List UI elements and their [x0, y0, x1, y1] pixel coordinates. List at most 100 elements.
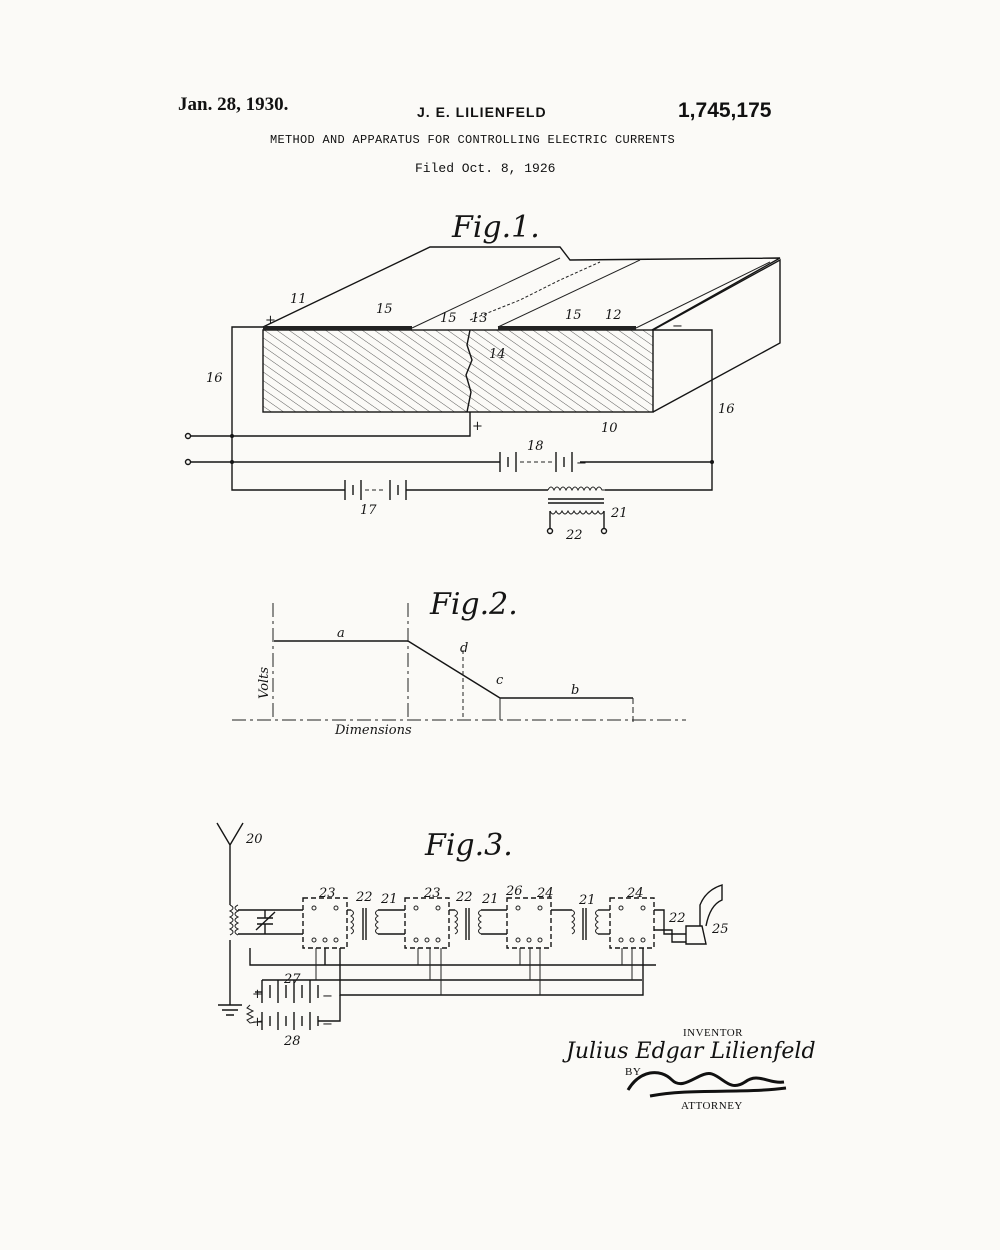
ref-15-a: 15 [376, 302, 393, 317]
tuning-capacitor [255, 910, 276, 934]
ref-18: 18 [527, 439, 544, 454]
speaker-base [685, 925, 707, 945]
sign-minus-27: − [322, 989, 333, 1004]
ref-16-right: 16 [718, 402, 735, 417]
inventor-signature: Julius Edgar Lilienfeld [566, 1039, 816, 1064]
wire-input-top [190, 412, 471, 437]
antenna-20 [216, 822, 244, 905]
x-axis-label: Dimensions [334, 723, 412, 738]
crack-dashed-line [469, 261, 601, 321]
inventor-label: INVENTOR [683, 1027, 744, 1039]
junction-dot-2 [230, 434, 234, 438]
patent-date: Jan. 28, 1930. [178, 94, 289, 115]
segment-b: b [571, 683, 579, 698]
coating-right [498, 326, 636, 330]
stage-23-a [302, 897, 348, 949]
ref-12: 12 [605, 308, 622, 323]
wire-left-16 [231, 326, 345, 491]
terminal-2 [184, 458, 192, 466]
ref-15-b: 15 [440, 311, 457, 326]
sign-plus-27: + [252, 987, 263, 1002]
ref-26: 26 [505, 884, 523, 899]
transformer-21 [546, 486, 608, 535]
secondary-coil [234, 904, 240, 936]
sign-plus-top: + [265, 313, 276, 328]
inventor-name-header: J. E. LILIENFELD [417, 104, 547, 120]
by-label: BY [625, 1066, 642, 1078]
sign-plus-28: + [252, 1015, 263, 1030]
segment-c: c [496, 673, 504, 688]
fig1-diagram: Fig.1. [184, 210, 781, 543]
fig1-label: Fig.1. [451, 210, 540, 245]
patent-title: METHOD AND APPARATUS FOR CONTROLLING ELE… [270, 133, 676, 147]
sign-minus-right: − [672, 319, 683, 334]
fig2-diagram: Fig.2. a b c d Volts Dimensions [232, 587, 686, 738]
output-wires-22 [654, 909, 686, 943]
ref-22-c: 22 [668, 911, 686, 926]
bias-bus-3 [324, 948, 644, 996]
wire-right-16 [605, 329, 713, 491]
ref-11: 11 [290, 292, 307, 307]
sign-plus-crack: + [472, 419, 483, 434]
block-groove-line-2 [497, 259, 641, 328]
voltage-curve [274, 640, 633, 699]
stage-23-b [404, 897, 450, 949]
crack-line-14 [465, 329, 473, 413]
block-front-face [262, 329, 654, 413]
ref-15-c: 15 [565, 308, 582, 323]
ref-25: 25 [711, 922, 729, 937]
battery-28 [245, 995, 341, 1030]
y-axis-label: Volts [257, 667, 272, 699]
bias-bus-1 [249, 948, 656, 966]
block-edge-line [635, 261, 771, 329]
ref-16-left: 16 [206, 371, 223, 386]
junction-dot-3 [230, 460, 234, 464]
ref-21-a: 21 [380, 892, 398, 907]
fig3-diagram: Fig.3. [216, 822, 729, 1049]
stage-24-b [609, 897, 655, 949]
ref-23-b: 23 [423, 886, 441, 901]
ref-17: 17 [360, 503, 377, 518]
attorney-label: ATTORNEY [681, 1100, 743, 1112]
coupling-transformer-3 [551, 908, 610, 940]
sign-minus-28: − [322, 1017, 333, 1032]
coupling-transformer-2 [449, 908, 507, 940]
fig3-label: Fig.3. [424, 828, 513, 863]
block-top-surface [262, 246, 781, 331]
ref-24-b: 24 [626, 886, 644, 901]
block-side-face [652, 258, 781, 413]
ref-28: 28 [283, 1034, 301, 1049]
ref-22-b: 22 [455, 890, 473, 905]
coating-left [263, 326, 412, 330]
ref-23-a: 23 [318, 886, 336, 901]
ref-20: 20 [245, 832, 263, 847]
ground-symbol [218, 940, 242, 1016]
ref-21: 21 [610, 506, 628, 521]
battery-17 [344, 480, 548, 500]
filed-date: Filed Oct. 8, 1926 [415, 161, 556, 176]
ref-14: 14 [489, 347, 506, 362]
fig2-label: Fig.2. [429, 587, 518, 622]
terminal-1 [184, 432, 192, 440]
attorney-signature [626, 1071, 787, 1098]
stage-24-a [506, 897, 552, 949]
junction-dot [710, 460, 714, 464]
sign-minus-battery: − [576, 456, 587, 471]
ref-13: 13 [471, 311, 488, 326]
ref-21-b: 21 [481, 892, 499, 907]
ref-22-a: 22 [355, 890, 373, 905]
patent-number: 1,745,175 [678, 99, 772, 122]
ref-21-c: 21 [578, 893, 596, 908]
segment-d: d [460, 641, 468, 656]
speaker-horn-25 [699, 884, 723, 927]
battery-18 [499, 452, 573, 472]
battery-27 [255, 980, 319, 1003]
input-coil [228, 904, 234, 936]
ref-27: 27 [283, 972, 301, 987]
ref-10: 10 [601, 421, 618, 436]
ref-22: 22 [565, 528, 583, 543]
segment-a: a [337, 626, 345, 641]
coupling-transformer-1 [347, 908, 405, 940]
ref-24-a: 24 [536, 886, 554, 901]
